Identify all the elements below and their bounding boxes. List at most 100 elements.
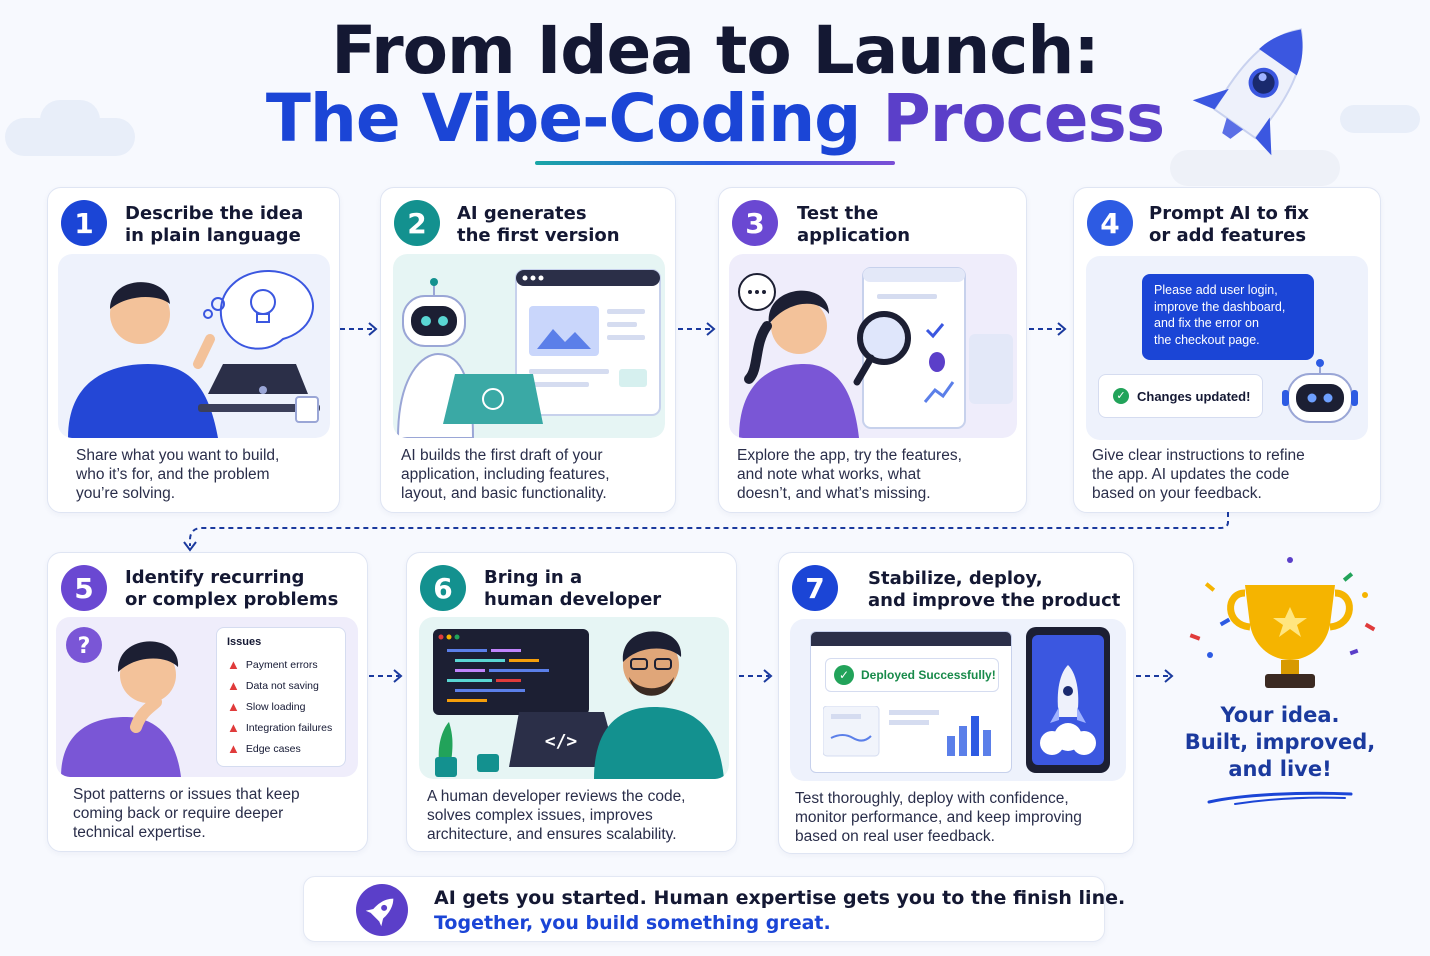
desc-line: application, including features,	[401, 466, 610, 483]
warning-icon: ▲	[227, 741, 240, 756]
final-message: Your idea. Built, improved, and live!	[1180, 702, 1380, 783]
testing-illustration	[729, 254, 1017, 438]
desc-line: and note what works, what	[737, 466, 921, 483]
prompt-bubble: Please add user login, improve the dashb…	[1142, 274, 1314, 360]
check-icon: ✓	[834, 665, 854, 685]
step-badge: 6	[420, 565, 466, 611]
desc-line: layout, and basic functionality.	[401, 485, 607, 502]
prompt-line: and fix the error on	[1154, 316, 1259, 330]
step-title: AI generates the first version	[457, 203, 620, 247]
step-badge: 1	[61, 200, 107, 246]
flow-arrow	[739, 669, 773, 683]
step-card-5: 5 Identify recurring or complex problems…	[47, 552, 368, 852]
step-title-line: AI generates	[457, 203, 587, 224]
step-card-4: 4 Prompt AI to fix or add features Pleas…	[1073, 187, 1381, 513]
cloud-decoration	[40, 100, 100, 140]
desc-line: Share what you want to build,	[76, 447, 280, 464]
step-badge: 7	[792, 565, 838, 611]
step-card-7: 7 Stabilize, deploy, and improve the pro…	[778, 552, 1134, 854]
step-card-1: 1 Describe the idea in plain language Sh…	[47, 187, 340, 513]
deploy-illustration: ✓ Deployed Successfully!	[790, 619, 1126, 781]
question-icon: ?	[66, 627, 102, 663]
magnifier-icon	[853, 311, 911, 386]
warning-icon: ▲	[227, 720, 240, 735]
flow-arrow	[678, 322, 716, 336]
step-title-line: or complex problems	[125, 589, 339, 610]
desc-line: technical expertise.	[73, 824, 206, 841]
deploy-status: ✓ Deployed Successfully!	[825, 658, 999, 692]
step-title-line: in plain language	[125, 225, 301, 246]
lightbulb-icon	[219, 270, 314, 350]
step-title-line: human developer	[484, 589, 662, 610]
step-badge: 2	[394, 200, 440, 246]
step-card-6: 6 Bring in a human developer </> A human…	[406, 552, 737, 852]
desc-line: AI builds the first draft of your	[401, 447, 603, 464]
desc-line: Spot patterns or issues that keep	[73, 786, 300, 803]
issue-item: ▲ Integration failures	[227, 717, 335, 738]
desc-line: monitor performance, and keep improving	[795, 809, 1082, 826]
step-card-3: 3 Test the application Explore the app, …	[718, 187, 1027, 513]
final-line: Built, improved,	[1184, 730, 1376, 754]
banner-line-2: Together, you build something great.	[434, 912, 831, 934]
flow-arrow	[1136, 669, 1174, 683]
step-title-line: or add features	[1149, 225, 1307, 246]
browser-titlebar	[811, 632, 1011, 646]
thinking-person: ?	[61, 627, 181, 777]
step-title-line: the first version	[457, 225, 620, 246]
svg-text:?: ?	[78, 634, 91, 659]
desc-line: doesn’t, and what’s missing.	[737, 485, 931, 502]
step-description: Give clear instructions to refine the ap…	[1092, 446, 1305, 503]
issue-label: Integration failures	[245, 721, 333, 734]
dashboard-preview	[823, 706, 991, 757]
step-title-line: Bring in a	[484, 567, 583, 588]
step-title-line: Test the	[797, 203, 879, 224]
prompt-ai-illustration: Please add user login, improve the dashb…	[1086, 256, 1368, 440]
desc-line: coming back or require deeper	[73, 805, 284, 822]
code-icon: </>	[545, 731, 578, 752]
step-description: Spot patterns or issues that keep coming…	[73, 785, 300, 842]
step-badge: 4	[1087, 200, 1133, 246]
prompt-line: Please add user login,	[1154, 283, 1278, 297]
problems-illustration: ? Issues ▲Payment errors ▲Data not savin…	[56, 617, 358, 777]
deploy-status-text: Deployed Successfully!	[861, 668, 996, 682]
desc-line: A human developer reviews the code,	[427, 788, 686, 805]
step-title-line: Prompt AI to fix	[1149, 203, 1310, 224]
issue-item: ▲ Slow loading	[227, 696, 335, 717]
step-title: Test the application	[797, 203, 910, 247]
page-subtitle: The Vibe-Coding Process	[0, 80, 1430, 157]
subtitle-main: The Vibe-Coding	[265, 80, 883, 157]
step-title: Stabilize, deploy, and improve the produ…	[868, 568, 1120, 612]
trophy-icon	[1189, 557, 1376, 688]
desc-line: Test thoroughly, deploy with confidence,	[795, 790, 1069, 807]
issues-heading: Issues	[227, 636, 262, 648]
step-badge: 3	[732, 200, 778, 246]
warning-icon: ▲	[227, 678, 240, 693]
step-title-line: Identify recurring	[125, 567, 305, 588]
rocket-icon	[1192, 28, 1303, 185]
issue-label: Slow loading	[245, 700, 306, 713]
prompt-line: the checkout page.	[1154, 332, 1260, 347]
subtitle-accent: Process	[882, 80, 1165, 157]
bug-icon	[929, 352, 945, 372]
step-title: Describe the idea in plain language	[125, 203, 303, 247]
desc-line: Give clear instructions to refine	[1092, 447, 1305, 464]
step-card-2: 2 AI generates the first version AI buil…	[380, 187, 676, 513]
desc-line: the app. AI updates the code	[1092, 466, 1290, 483]
step-description: Explore the app, try the features, and n…	[737, 446, 962, 503]
desc-line: who it’s for, and the problem	[76, 466, 270, 483]
step-title-line: Stabilize, deploy,	[868, 568, 1043, 589]
flow-arrow	[369, 669, 403, 683]
warning-icon: ▲	[227, 699, 240, 714]
banner-line-1: AI gets you started. Human expertise get…	[434, 887, 1126, 909]
issue-item: ▲Payment errors	[227, 654, 335, 675]
desc-line: based on real user feedback.	[795, 828, 995, 845]
rocket-icon	[1050, 665, 1086, 723]
check-icon: ✓	[1113, 388, 1129, 404]
desc-line: based on your feedback.	[1092, 485, 1262, 502]
cloud-decoration	[1340, 105, 1420, 133]
desc-line: solves complex issues, improves	[427, 807, 653, 824]
toast-text: Changes updated!	[1137, 388, 1251, 404]
developer-illustration: </>	[419, 617, 729, 779]
issue-item: ▲Edge cases	[227, 738, 335, 759]
step-title-line: application	[797, 225, 911, 246]
